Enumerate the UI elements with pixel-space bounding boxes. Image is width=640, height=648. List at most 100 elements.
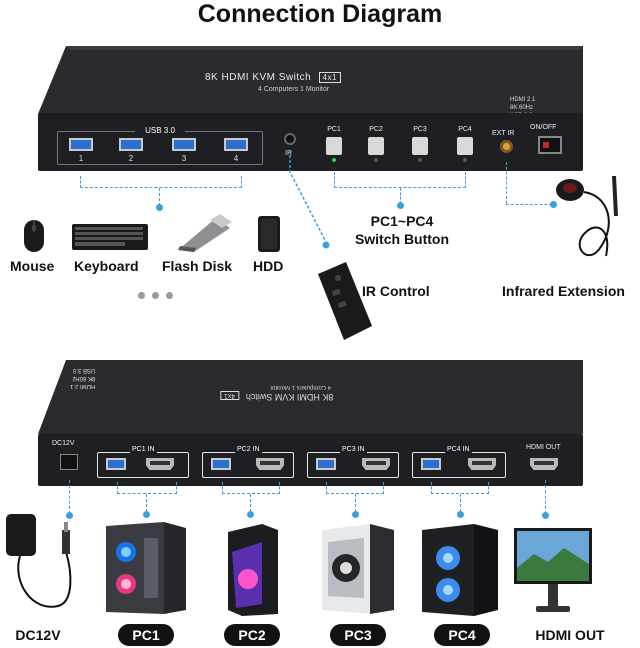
usb-port-number: 3	[181, 154, 187, 163]
ext-ir-label: EXT IR	[492, 130, 515, 137]
pc3-input-label: PC3 IN	[340, 446, 367, 453]
hdmi-out-connector-dot	[542, 512, 549, 519]
pc2-bracket	[222, 482, 280, 494]
dc-jack[interactable]	[60, 454, 78, 470]
pc2-connector-dot	[247, 511, 254, 518]
pc2-usb-port[interactable]	[211, 458, 231, 470]
flash-disk-icon	[178, 214, 232, 252]
switch-button-callout-line2: Switch Button	[354, 231, 450, 247]
pc3-label: PC3	[330, 624, 386, 646]
peripheral-label-mouse: Mouse	[10, 258, 55, 274]
infrared-extension-label: Infrared Extension	[502, 283, 625, 299]
pc4-switch-button[interactable]	[457, 137, 473, 155]
usb-port-number: 4	[233, 154, 239, 163]
dc-connector-dot	[66, 512, 73, 519]
keyboard-icon	[72, 224, 148, 250]
hdmi-out-bottom-label: HDMI OUT	[535, 627, 605, 643]
pc1-bracket	[117, 482, 177, 494]
pc4-tower-icon	[422, 524, 498, 616]
switch-button-callout-line1: PC1~PC4	[370, 213, 434, 229]
pc-button-label: PC2	[369, 126, 383, 133]
rear-spec-hdmi: HDMI 2.1	[70, 383, 96, 389]
ext-ir-jack[interactable]	[500, 140, 513, 153]
pc3-tower-icon	[322, 524, 394, 614]
power-switch[interactable]	[538, 136, 562, 154]
usb-port-2[interactable]	[119, 138, 143, 151]
pc-button-label: PC3	[413, 126, 427, 133]
more-peripherals-dots	[138, 286, 173, 304]
pc1-led	[332, 158, 336, 162]
power-adapter-icon	[6, 514, 72, 608]
dc-connector-line	[69, 480, 70, 514]
pc1-hdmi-port[interactable]	[146, 458, 174, 470]
hdmi-out-port[interactable]	[530, 458, 558, 470]
pc3-bracket	[326, 482, 384, 494]
pc3-switch-button[interactable]	[412, 137, 428, 155]
ir-control-label: IR Control	[362, 283, 430, 299]
pc2-input-label: PC2 IN	[235, 446, 262, 453]
pc3-usb-port[interactable]	[316, 458, 336, 470]
switch-button-callout: PC1~PC4 Switch Button	[340, 212, 464, 248]
device-name: 8K HDMI KVM Switch 4x1	[205, 72, 341, 83]
usb-group-label: USB 3.0	[135, 126, 185, 135]
ir-receiver	[284, 133, 296, 145]
usb-connector-dot	[156, 204, 163, 211]
peripheral-label-flash-disk: Flash Disk	[162, 258, 233, 274]
pc1-connector-dot	[143, 511, 150, 518]
pc4-connector-line	[460, 494, 461, 512]
pc3-connector-line	[355, 494, 356, 512]
pc-button-label: PC4	[458, 126, 472, 133]
rear-spec-usb: USB 3.0	[72, 367, 96, 373]
page-title: Connection Diagram	[197, 0, 443, 28]
spec-8k: 8K 60Hz	[510, 105, 534, 111]
rear-device-name: 8K HDMI KVM Switch 4x1	[220, 391, 334, 402]
pc3-connector-dot	[352, 511, 359, 518]
usb-port-number: 2	[128, 154, 134, 163]
pc2-connector-line	[250, 494, 251, 512]
pc4-usb-port[interactable]	[421, 458, 441, 470]
ir-connector-line	[289, 150, 330, 249]
pc2-tower-icon	[228, 524, 278, 616]
switch-button-connector-line	[400, 188, 401, 204]
pc1-connector-line	[146, 494, 147, 512]
spec-hdmi: HDMI 2.1	[510, 97, 536, 103]
switch-top-surface	[38, 46, 583, 114]
pc1-input-label: PC1 IN	[130, 446, 157, 453]
pc3-led	[418, 158, 422, 162]
usb-port-4[interactable]	[224, 138, 248, 151]
ir-remote-icon	[318, 262, 372, 340]
hdmi-out-connector-line	[545, 480, 546, 514]
pc-button-label: PC1	[327, 126, 341, 133]
pc4-input-label: PC4 IN	[445, 446, 472, 453]
rear-spec-8k: 8K 60Hz	[72, 375, 96, 381]
pc1-usb-port[interactable]	[106, 458, 126, 470]
switch-button-bracket	[334, 172, 466, 188]
rear-dc-label: DC12V	[52, 440, 75, 447]
pc4-label: PC4	[434, 624, 490, 646]
device-subtitle: 4 Computers 1 Monitor	[258, 86, 330, 93]
pc4-bracket	[431, 482, 489, 494]
rear-device-name-text: 8K HDMI KVM Switch	[245, 392, 334, 402]
monitor-icon	[514, 528, 592, 612]
ext-ir-connector-dot	[550, 201, 557, 208]
rear-device-badge: 4x1	[220, 391, 240, 400]
rear-spec-list: HDMI 2.1 8K 60Hz USB 3.0	[70, 366, 95, 390]
pc2-led	[374, 158, 378, 162]
hdd-icon	[258, 216, 280, 252]
peripheral-label-hdd: HDD	[253, 258, 284, 274]
pc1-switch-button[interactable]	[326, 137, 342, 155]
usb-port-1[interactable]	[69, 138, 93, 151]
pc2-hdmi-port[interactable]	[256, 458, 284, 470]
usb-port-number: 1	[78, 154, 84, 163]
usb-port-3[interactable]	[172, 138, 196, 151]
usb-bracket	[80, 176, 242, 188]
pc2-switch-button[interactable]	[368, 137, 384, 155]
pc1-tower-icon	[106, 522, 186, 614]
rear-device-subtitle: 4 Computers 1 Monitor	[270, 384, 332, 390]
pc2-label: PC2	[224, 624, 280, 646]
peripheral-label-keyboard: Keyboard	[74, 258, 139, 274]
pc3-hdmi-port[interactable]	[362, 458, 390, 470]
power-label: ON/OFF	[530, 124, 557, 131]
pc4-hdmi-port[interactable]	[468, 458, 496, 470]
switch-button-connector-dot	[397, 202, 404, 209]
